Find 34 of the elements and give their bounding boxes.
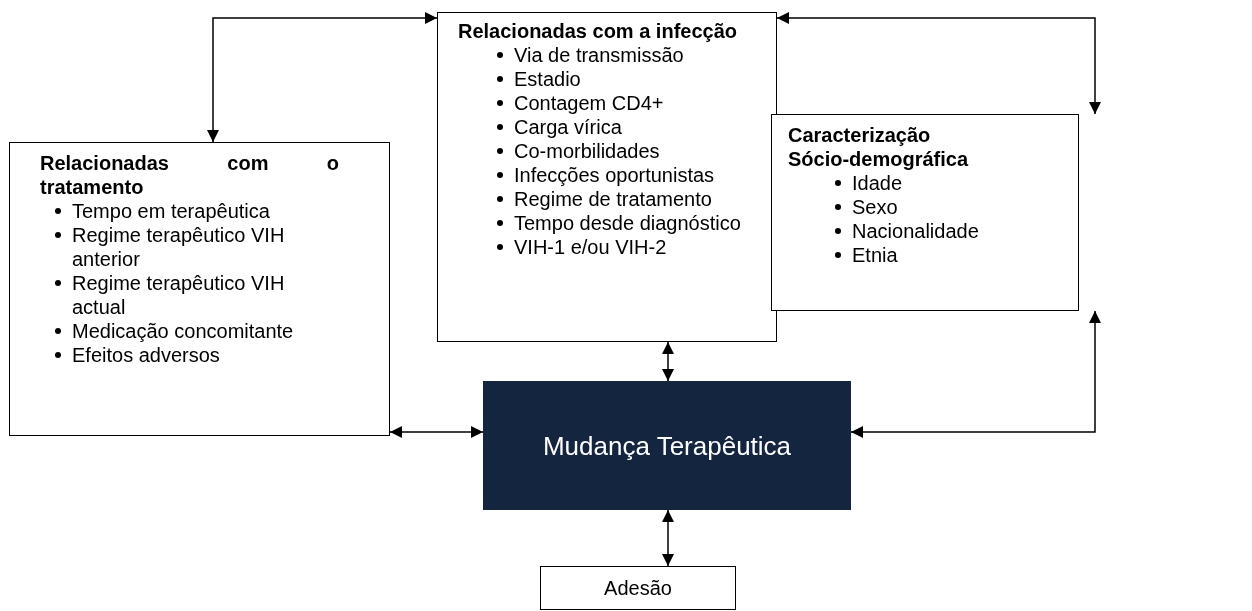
arrow bbox=[662, 341, 674, 382]
text-box bbox=[9, 142, 390, 436]
box-heading: Relacionadas com a infecção bbox=[458, 19, 738, 43]
bullet-item: Tempo desde diagnóstico bbox=[514, 212, 741, 234]
box-label: Adesão bbox=[604, 576, 672, 600]
arrow bbox=[776, 12, 1101, 115]
bullet-item: Medicação concomitante bbox=[72, 320, 294, 342]
bullet-item: Regime de tratamento bbox=[514, 188, 712, 210]
bullet-item: Regime terapêutico VIH actual bbox=[72, 272, 285, 318]
process-box bbox=[540, 566, 736, 610]
bullet-item: Carga vírica bbox=[514, 116, 622, 138]
arrow bbox=[662, 509, 674, 567]
box-label: Mudança Terapêutica bbox=[542, 433, 792, 458]
bullet-item: Tempo em terapêutica bbox=[72, 200, 270, 222]
bullet-item: Sexo bbox=[852, 196, 898, 218]
bullet-item: Infecções oportunistas bbox=[514, 164, 715, 186]
bullet-item: Contagem CD4+ bbox=[514, 92, 664, 114]
bullet-item: Etnia bbox=[852, 244, 898, 266]
arrow bbox=[850, 310, 1101, 438]
arrow bbox=[389, 426, 484, 438]
bullet-item: Estadio bbox=[514, 68, 581, 90]
bullet-item: Idade bbox=[852, 172, 903, 194]
bullet-item: Efeitos adversos bbox=[72, 344, 220, 366]
bullet-item: Nacionalidade bbox=[852, 220, 979, 242]
process-box bbox=[483, 381, 851, 510]
box-heading: Caracterização Sócio-demográfica bbox=[788, 123, 970, 171]
bullet-item: Via de transmissão bbox=[514, 44, 684, 66]
text-box bbox=[437, 12, 777, 342]
box-heading: Relacionadas com o tratamento bbox=[40, 151, 339, 199]
bullet-item: Regime terapêutico VIH anterior bbox=[72, 224, 285, 270]
bullet-item: Co-morbilidades bbox=[514, 140, 660, 162]
bullet-item: VIH-1 e/ou VIH-2 bbox=[514, 236, 667, 258]
arrow bbox=[207, 12, 438, 143]
text-box bbox=[771, 114, 1079, 311]
